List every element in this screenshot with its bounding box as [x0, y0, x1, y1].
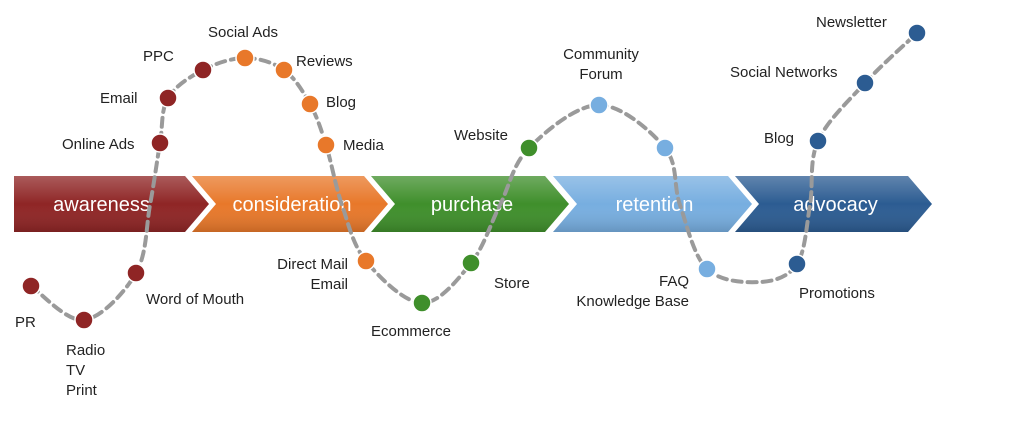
touchpoint-label-ppc: PPC	[143, 48, 174, 65]
stage-arrow-shine	[371, 176, 569, 232]
touchpoint-dot-newsletter	[907, 23, 927, 43]
touchpoint-dot-ecommerce	[412, 293, 432, 313]
touchpoint-dot-website	[519, 138, 539, 158]
touchpoint-label-community-forum: Community Forum	[563, 46, 639, 83]
touchpoint-label-direct-mail-email: Direct Mail Email	[277, 256, 348, 293]
touchpoint-dot-social-networks	[855, 73, 875, 93]
journey-path	[29, 31, 919, 323]
touchpoint-dot-online-ads	[150, 133, 170, 153]
stage-label-consideration: consideration	[233, 194, 352, 216]
touchpoint-label-store: Store	[494, 275, 530, 292]
touchpoint-label-media: Media	[343, 137, 384, 154]
touchpoint-dot-email	[158, 88, 178, 108]
touchpoint-label-newsletter: Newsletter	[816, 14, 887, 31]
touchpoint-label-social-networks: Social Networks	[730, 64, 838, 81]
touchpoint-dot-word-of-mouth	[126, 263, 146, 283]
touchpoint-dot-community-forum	[589, 95, 609, 115]
touchpoint-label-ecommerce: Ecommerce	[371, 323, 452, 340]
touchpoint-label-blog-advocacy: Blog	[764, 130, 795, 147]
touchpoint-label-website: Website	[454, 127, 508, 144]
touchpoint-label-word-of-mouth: Word of Mouth	[146, 291, 245, 308]
stage-arrow-shine	[14, 176, 209, 232]
touchpoint-label-promotions: Promotions	[799, 285, 875, 302]
stage-label-purchase: purchase	[431, 194, 513, 216]
touchpoint-label-blog-consideration: Blog	[326, 94, 357, 111]
touchpoint-label-faq-knowledge-base: FAQ Knowledge Base	[576, 273, 689, 310]
touchpoint-dot-social-ads	[235, 48, 255, 68]
touchpoint-dot-media	[316, 135, 336, 155]
touchpoint-dot-unlabeled	[655, 138, 675, 158]
touchpoint-dot-pr	[21, 276, 41, 296]
touchpoint-label-reviews: Reviews	[296, 53, 353, 70]
stage-label-advocacy: advocacy	[793, 194, 878, 216]
touchpoint-dot-faq-knowledge-base	[697, 259, 717, 279]
touchpoint-dot-reviews	[274, 60, 294, 80]
touchpoint-label-email: Email	[100, 90, 138, 107]
touchpoint-dot-blog-consideration	[300, 94, 320, 114]
touchpoint-label-pr: PR	[15, 314, 36, 331]
touchpoint-dot-direct-mail-email	[356, 251, 376, 271]
touchpoint-dot-promotions	[787, 254, 807, 274]
touchpoint-dot-ppc	[193, 60, 213, 80]
touchpoint-label-radio-tv-print: Radio TV Print	[66, 342, 106, 399]
touchpoint-label-social-ads: Social Ads	[208, 24, 279, 41]
stage-arrow-shine	[735, 176, 932, 232]
touchpoint-dot-store	[461, 253, 481, 273]
stage-label-awareness: awareness	[53, 194, 150, 216]
touchpoint-dot-radio-tv-print	[74, 310, 94, 330]
touchpoint-label-online-ads: Online Ads	[62, 136, 135, 153]
stage-label-retention: retention	[616, 194, 694, 216]
stage-arrow-shine	[553, 176, 752, 232]
touchpoint-dot-blog-advocacy	[808, 131, 828, 151]
